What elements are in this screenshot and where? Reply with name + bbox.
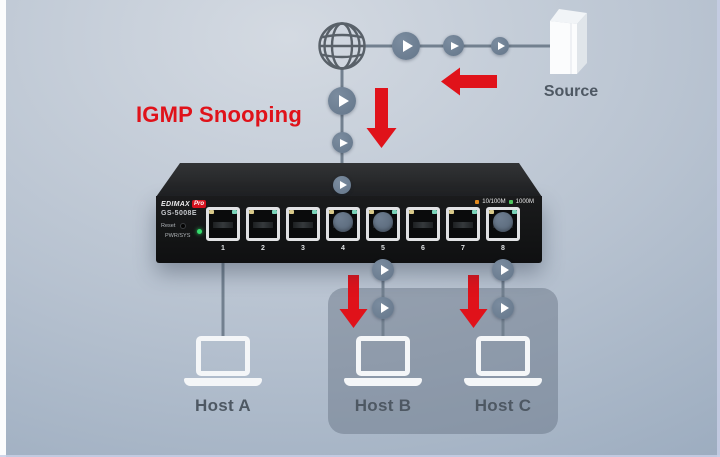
port-led-left <box>489 210 494 214</box>
rj45-port-3 <box>286 207 320 241</box>
flow-arrow-left-icon <box>441 67 497 96</box>
port-led-right <box>512 210 517 214</box>
play-icon <box>492 297 514 319</box>
port-number: 6 <box>421 245 425 252</box>
host-b-label: Host B <box>354 396 412 415</box>
led-legend: 10/100M 1000M <box>475 199 534 205</box>
right-edge-stripe <box>717 0 720 457</box>
reset-hole <box>180 223 187 229</box>
port-led-left <box>329 210 334 214</box>
play-triangle <box>451 41 459 50</box>
port-led-right <box>232 210 237 214</box>
play-triangle <box>338 95 349 107</box>
port-number: 8 <box>501 245 505 252</box>
play-triangle <box>500 265 509 275</box>
port-led-right <box>432 210 437 214</box>
play-icon <box>332 132 353 153</box>
rj45-port-7 <box>446 207 480 241</box>
play-icon <box>372 297 394 319</box>
flow-arrow-down-switch-icon <box>366 88 397 148</box>
port-number: 1 <box>221 245 225 252</box>
play-triangle <box>380 303 389 313</box>
play-icon <box>443 35 464 56</box>
port-led-left <box>249 210 254 214</box>
port-pins <box>413 222 433 228</box>
flow-arrow-down-hostC-icon <box>459 275 488 328</box>
port-number: 4 <box>341 245 345 252</box>
source-tower-icon <box>550 9 587 74</box>
play-icon <box>392 32 420 60</box>
port-pins <box>213 222 233 228</box>
port-number: 2 <box>261 245 265 252</box>
reset-label: Reset <box>161 223 176 229</box>
left-edge-stripe <box>0 0 6 457</box>
port-led-left <box>209 210 214 214</box>
port-led-right <box>312 210 317 214</box>
play-triangle <box>340 181 347 189</box>
play-triangle <box>500 303 509 313</box>
globe-icon <box>318 22 366 70</box>
brand-badge: Pro <box>192 200 207 208</box>
led-legend-giga-label: 1000M <box>515 199 534 205</box>
laptop-hostB-base <box>344 378 422 386</box>
brand-text: EDIMAX <box>161 200 191 208</box>
cable-plug-port8-icon <box>493 212 513 232</box>
laptop-hostA-icon <box>196 336 250 376</box>
play-triangle <box>340 138 348 147</box>
port-led-right <box>392 210 397 214</box>
play-icon <box>492 259 514 281</box>
port-number: 5 <box>381 245 385 252</box>
bottom-edge-stripe <box>0 455 720 457</box>
port-led-right <box>472 210 477 214</box>
port-number: 7 <box>461 245 465 252</box>
play-icon <box>372 259 394 281</box>
led-legend-fast-icon <box>475 200 480 204</box>
port-led-right <box>272 210 277 214</box>
diagram-title: IGMP Snooping <box>136 102 302 127</box>
port-pins <box>253 222 273 228</box>
switch-brand: EDIMAX Pro <box>161 200 207 208</box>
port-strip <box>206 207 520 241</box>
laptop-hostA-base <box>184 378 262 386</box>
laptop-hostC-base <box>464 378 542 386</box>
play-icon <box>491 37 509 55</box>
play-triangle <box>498 42 505 50</box>
play-triangle <box>402 40 413 52</box>
laptop-hostC-icon <box>476 336 530 376</box>
reset-control: Reset <box>161 223 187 229</box>
led-legend-giga-icon <box>508 200 513 204</box>
flow-arrow-down-hostB-icon <box>339 275 368 328</box>
switch-model: GS-5008E <box>161 210 197 217</box>
port-led-right <box>352 210 357 214</box>
source-label: Source <box>543 83 599 100</box>
led-legend-fast-label: 10/100M <box>482 199 506 205</box>
cable-plug-port4-icon <box>333 212 353 232</box>
rj45-port-1 <box>206 207 240 241</box>
power-led <box>197 229 202 234</box>
rj45-port-6 <box>406 207 440 241</box>
port-led-left <box>289 210 294 214</box>
rj45-port-2 <box>246 207 280 241</box>
port-number: 3 <box>301 245 305 252</box>
port-led-left <box>409 210 414 214</box>
host-c-label: Host C <box>474 396 532 415</box>
multicast-group-box <box>328 288 558 434</box>
play-triangle <box>380 265 389 275</box>
power-label: PWR/SYS <box>165 233 191 239</box>
laptop-hostB-icon <box>356 336 410 376</box>
port-number-row: 1 2 3 4 5 6 7 8 <box>206 245 520 252</box>
host-a-label: Host A <box>195 396 251 415</box>
port-led-left <box>369 210 374 214</box>
port-led-left <box>449 210 454 214</box>
port-pins <box>293 222 313 228</box>
port-pins <box>453 222 473 228</box>
play-icon <box>328 87 356 115</box>
play-icon <box>333 176 351 194</box>
cable-plug-port5-icon <box>373 212 393 232</box>
